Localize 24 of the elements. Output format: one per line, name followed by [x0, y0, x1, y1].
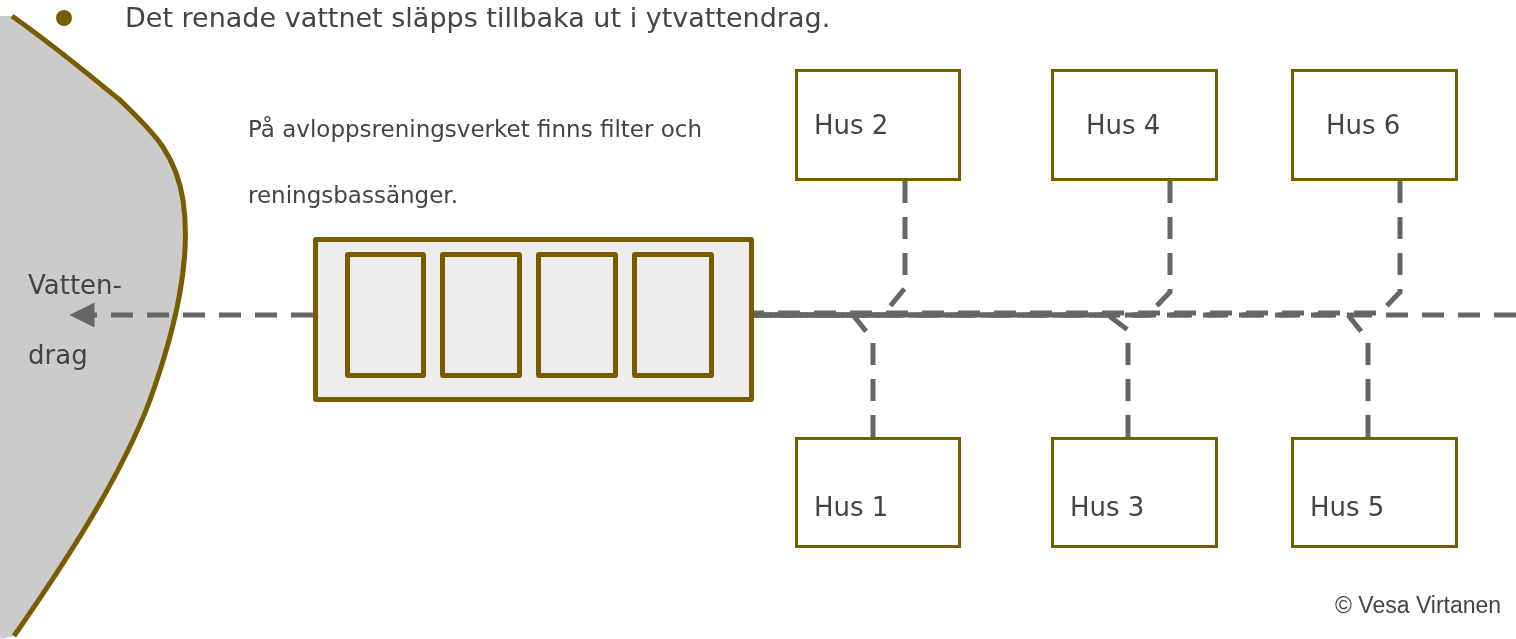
treatment-plant-box — [313, 237, 754, 402]
caption-text: På avloppsreningsverket finns filter och reningsbassänger. — [248, 115, 704, 210]
house-box — [1291, 69, 1458, 181]
basin-box — [632, 252, 714, 378]
house-label: Hus 3 — [1070, 492, 1145, 522]
pipe-line — [754, 312, 1131, 437]
basin-box — [345, 252, 426, 378]
pipe-line — [754, 181, 1403, 316]
water-label: Vatten- drag — [28, 269, 123, 372]
house-box — [795, 437, 961, 548]
house-box — [1291, 437, 1458, 548]
house-label: Hus 6 — [1326, 110, 1401, 140]
house-label: Hus 1 — [814, 492, 889, 522]
house-box — [795, 69, 961, 181]
house-label: Hus 5 — [1310, 492, 1385, 522]
basin-box — [440, 252, 522, 378]
house-box — [1051, 69, 1218, 181]
house-label: Hus 4 — [1086, 110, 1161, 140]
house-box — [1051, 437, 1218, 548]
note-text: Det renade vattnet släpps tillbaka ut i ytvattendrag. — [125, 2, 831, 33]
pipe-line — [69, 302, 313, 328]
house-label: Hus 2 — [814, 110, 889, 140]
basin-box — [536, 252, 618, 378]
copyright-text: © Vesa Virtanen — [1335, 592, 1502, 619]
